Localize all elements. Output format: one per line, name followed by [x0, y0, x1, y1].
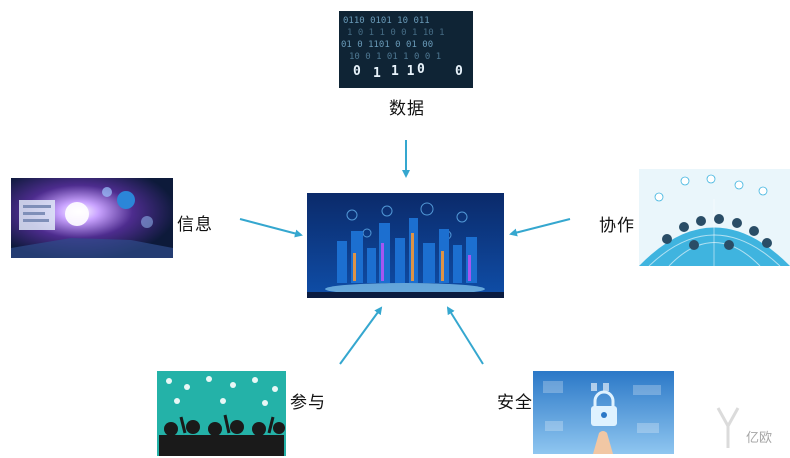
svg-text:0: 0 — [417, 62, 425, 77]
information-label: 信息 — [177, 215, 213, 235]
svg-text:0110 0101 10 011: 0110 0101 10 011 — [343, 16, 430, 26]
watermark-logo-icon — [716, 407, 740, 448]
watermark-text: 亿欧 — [745, 431, 772, 446]
information-image — [11, 178, 173, 258]
arrow-bottom-right-to-center — [446, 306, 484, 365]
svg-text:01 0 1101 0 01 00: 01 0 1101 0 01 00 — [341, 40, 433, 50]
security-label: 安全 — [497, 393, 533, 413]
data-image: 0110 0101 10 011 1 0 1 1 0 0 1 10 1 01 0… — [339, 11, 473, 88]
arrow-left-to-center — [239, 218, 303, 238]
participation-image — [157, 371, 286, 456]
security-image — [533, 371, 674, 454]
svg-text:1 0 1 1 0 0 1 10 1: 1 0 1 1 0 0 1 10 1 — [347, 28, 445, 38]
svg-text:1 1: 1 1 — [391, 64, 415, 79]
data-label: 数据 — [389, 99, 425, 119]
svg-text:10 0 1 01 1 0 0 1: 10 0 1 01 1 0 0 1 — [349, 52, 441, 62]
arrow-right-to-center — [509, 218, 571, 237]
collaboration-label: 协作 — [599, 216, 635, 236]
smart-city-image — [307, 193, 504, 298]
svg-text:0: 0 — [455, 64, 463, 79]
svg-text:0: 0 — [353, 64, 361, 79]
svg-text:1: 1 — [373, 66, 381, 81]
arrow-bottom-left-to-center — [339, 306, 383, 365]
participation-label: 参与 — [290, 393, 326, 413]
collaboration-image — [639, 169, 790, 266]
